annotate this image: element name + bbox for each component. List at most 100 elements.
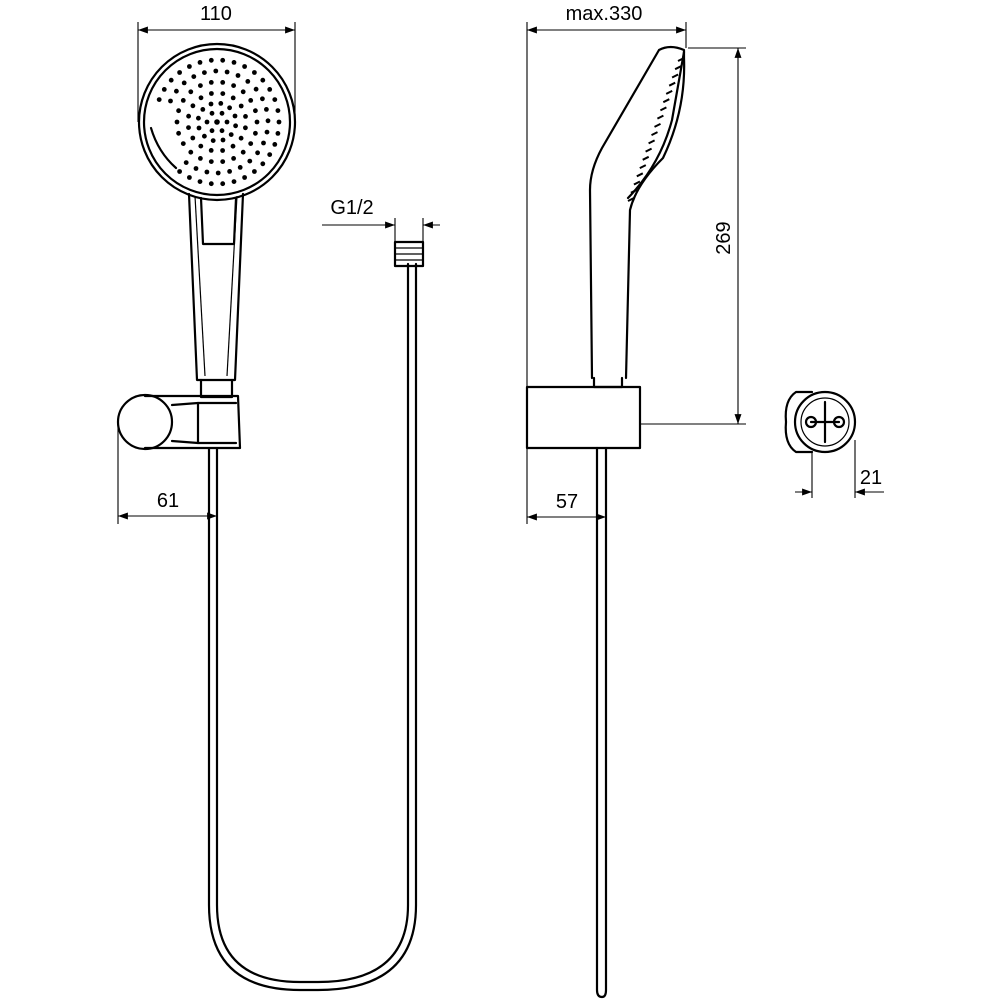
nozzle — [180, 98, 186, 103]
holder-top-inner — [800, 397, 850, 447]
spray-face-fins — [627, 57, 685, 202]
nozzle — [188, 149, 194, 155]
nozzle — [242, 175, 248, 180]
holder-screw-right — [832, 415, 846, 429]
nozzle — [208, 101, 214, 107]
nozzle — [213, 68, 219, 74]
spray-fin — [648, 139, 656, 145]
dimension-label-width: 110 — [200, 3, 232, 25]
nozzle — [187, 175, 192, 180]
nozzle — [272, 97, 278, 102]
spray-fin — [645, 147, 653, 153]
nozzle — [197, 179, 203, 185]
spray-fin — [639, 164, 647, 169]
nozzle — [198, 143, 204, 149]
nozzle — [240, 89, 246, 95]
holder-top-view — [784, 390, 857, 454]
nozzle — [180, 141, 186, 147]
nozzle — [254, 119, 260, 125]
spray-fin — [662, 98, 670, 104]
dimension-61: 61 — [117, 422, 217, 524]
nozzle — [265, 118, 271, 124]
nozzle — [252, 169, 257, 174]
nozzle — [191, 74, 197, 79]
spray-fin — [656, 114, 664, 120]
spray-fin — [630, 188, 638, 194]
nozzle — [231, 60, 237, 65]
nozzle — [197, 60, 203, 65]
shower-head-face — [142, 47, 292, 197]
holder-screw-left — [804, 415, 818, 429]
nozzle — [233, 123, 239, 129]
dimension-label-height: 269 — [713, 221, 735, 254]
nozzle — [156, 97, 162, 102]
spray-fin — [674, 65, 682, 71]
nozzle — [230, 143, 236, 149]
wall-holder-step — [170, 401, 200, 445]
handle-collar — [199, 378, 234, 399]
nozzle — [176, 108, 182, 114]
spray-fin — [654, 123, 661, 128]
nozzle — [220, 91, 226, 96]
nozzle — [214, 119, 220, 125]
nozzle — [187, 64, 192, 69]
nozzle — [202, 133, 207, 139]
nozzle — [235, 73, 241, 78]
nozzle — [224, 119, 230, 125]
nozzle — [196, 125, 202, 131]
nozzle — [248, 141, 254, 147]
nozzle — [237, 165, 243, 170]
spray-fin — [633, 180, 641, 186]
nozzle — [198, 156, 203, 161]
nozzle — [227, 169, 233, 174]
nozzle — [248, 98, 254, 103]
nozzle — [204, 119, 210, 125]
nozzle — [209, 91, 214, 96]
spray-fin — [659, 106, 667, 112]
nozzle — [272, 142, 278, 147]
nozzle — [238, 135, 244, 141]
nozzle — [215, 170, 221, 176]
nozzle — [181, 80, 187, 86]
nozzle — [200, 107, 206, 112]
nozzle — [243, 125, 248, 131]
nozzle — [253, 86, 259, 92]
nozzle — [208, 148, 214, 153]
nozzle — [210, 138, 216, 144]
nozzle — [224, 69, 230, 75]
nozzle — [232, 113, 238, 119]
nozzle — [176, 130, 182, 136]
nozzle — [208, 80, 214, 85]
handle-outline — [187, 192, 245, 382]
nozzle — [228, 132, 234, 138]
nozzle — [245, 79, 251, 84]
nozzle — [218, 101, 224, 106]
nozzle — [267, 87, 273, 92]
nozzle — [260, 77, 266, 83]
nozzle — [240, 149, 246, 155]
nozzle — [253, 108, 258, 114]
hose — [207, 262, 418, 992]
nozzle — [219, 110, 225, 116]
nozzle — [177, 169, 183, 174]
nozzle — [193, 166, 199, 171]
nozzle — [186, 113, 192, 119]
holder-top-outline — [784, 390, 814, 454]
holder-top-ring — [793, 390, 857, 454]
nozzle — [220, 80, 226, 85]
nozzle — [208, 159, 214, 165]
nozzle — [209, 110, 215, 116]
dimension-g12: G1/2 — [322, 197, 440, 242]
spray-fin — [642, 155, 650, 161]
dimension-label-front-depth: 61 — [157, 490, 179, 512]
dimension-label-thread: G1/2 — [330, 197, 373, 219]
nozzle — [174, 88, 179, 94]
nozzle — [161, 87, 167, 92]
nozzle — [186, 125, 191, 130]
nozzle — [204, 169, 210, 175]
nozzle — [190, 103, 196, 109]
nozzle — [168, 98, 173, 104]
handle-collar-side — [592, 376, 624, 389]
nozzle — [208, 57, 214, 63]
nozzle — [275, 108, 281, 113]
